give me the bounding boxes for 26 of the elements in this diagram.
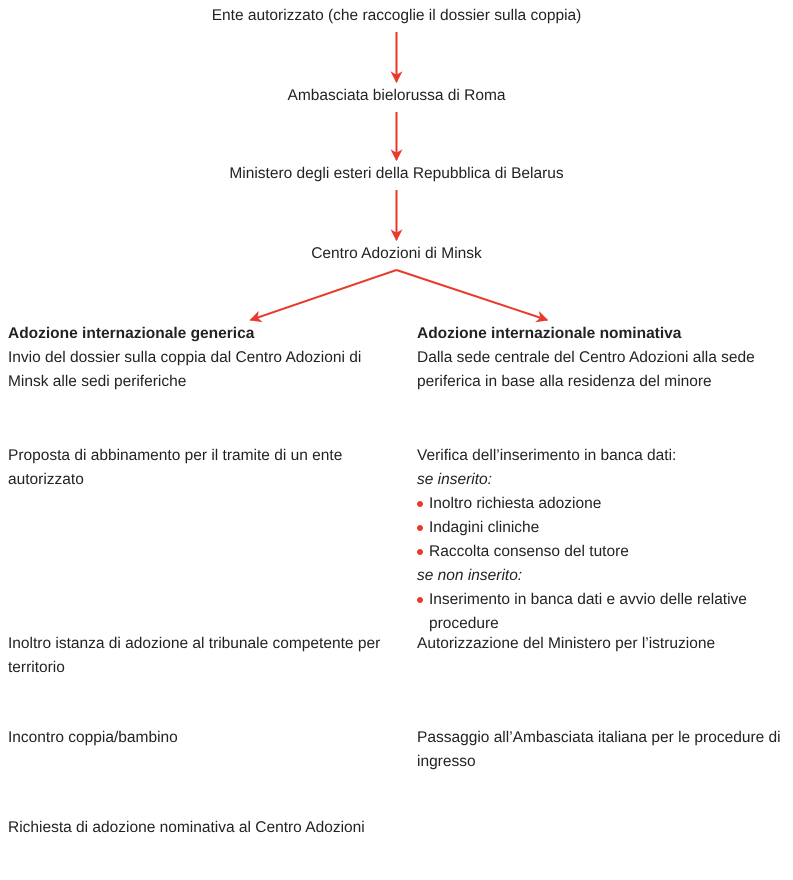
node-label: Ministero degli esteri della Repubblica di Belarus <box>229 162 564 186</box>
branch-description: Dalla sede centrale del Centro Adozioni alla sede periferica in base alla residenza del minore <box>417 348 756 392</box>
arrow <box>390 190 402 242</box>
node-label: Ente autorizzato (che raccoglie il dossier sulla coppia) <box>212 4 582 28</box>
arrow <box>390 112 402 162</box>
arrow <box>249 269 397 322</box>
arrow <box>396 269 548 322</box>
step-text: Inoltro istanza di adozione al tribunale competente per territorio <box>8 634 382 678</box>
list-item: Inserimento in banca dati e avvio delle relative procedure <box>429 590 748 634</box>
step-text: Autorizzazione del Ministero per l’istruzione <box>417 634 716 654</box>
branch-description: Invio del dossier sulla coppia dal Centro Adozioni di Minsk alle sedi periferiche <box>8 348 362 392</box>
node-label: Ambasciata bielorussa di Roma <box>288 84 506 108</box>
step-text: Verifica dell’inserimento in banca dati: <box>417 446 678 466</box>
branch-heading: Adozione internazionale nominativa <box>417 324 682 344</box>
list-item: Indagini cliniche <box>429 518 540 538</box>
step-text: Richiesta di adozione nominativa al Centro Adozioni <box>8 818 366 838</box>
condition-label: se inserito: <box>417 470 493 490</box>
step-text: Passaggio all’Ambasciata italiana per le procedure di ingresso <box>417 728 782 772</box>
condition-label: se non inserito: <box>417 566 524 586</box>
step-text: Incontro coppia/bambino <box>8 728 179 748</box>
list-item: Raccolta consenso del tutore <box>429 542 629 562</box>
step-text: Proposta di abbinamento per il tramite di un ente autorizzato <box>8 446 344 490</box>
arrow <box>390 32 402 84</box>
node-label: Centro Adozioni di Minsk <box>311 242 482 266</box>
list-item: Inoltro richiesta adozione <box>429 494 602 514</box>
branch-heading: Adozione internazionale generica <box>8 324 256 344</box>
